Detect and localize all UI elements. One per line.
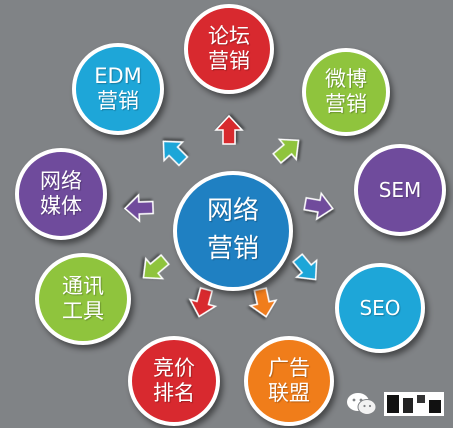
center-label: 网络 营销 — [206, 196, 259, 264]
node-label-jingjia: 竞价 排名 — [153, 355, 195, 405]
wechat-icon — [347, 393, 377, 415]
red-up-arrow — [214, 114, 244, 145]
watermark-block — [387, 395, 399, 413]
purple-arrow — [303, 191, 334, 221]
node-label-luntan: 论坛 营销 — [208, 23, 250, 73]
node-luntan: 论坛 营销 — [184, 4, 274, 94]
node-label-seo: SEO — [359, 296, 401, 320]
node-jingjia: 竞价 排名 — [128, 336, 220, 426]
node-weibo: 微博 营销 — [302, 48, 390, 136]
cyan-arrow — [162, 140, 189, 167]
node-label-edm: EDM 营销 — [94, 63, 142, 113]
orange-arrow — [248, 287, 278, 318]
node-sem: SEM — [354, 144, 446, 236]
purple-arrow — [123, 193, 154, 223]
node-edm: EDM 营销 — [72, 43, 164, 135]
red-arrow — [188, 286, 218, 318]
node-meiti: 网络 媒体 — [15, 148, 107, 240]
node-label-tongxun: 通讯 工具 — [62, 273, 104, 323]
node-seo: SEO — [335, 263, 425, 353]
center-node: 网络 营销 — [173, 171, 293, 291]
cyan-arrow — [291, 253, 318, 281]
watermark-block — [403, 398, 413, 413]
watermark-block — [429, 400, 441, 413]
node-tongxun: 通讯 工具 — [35, 253, 131, 345]
node-label-sem: SEM — [378, 178, 422, 202]
node-label-weibo: 微博 营销 — [325, 66, 367, 116]
node-guanggao: 广告 联盟 — [244, 336, 334, 426]
green-arrow — [272, 138, 300, 165]
watermark-block — [417, 395, 425, 403]
node-label-guanggao: 广告 联盟 — [268, 355, 310, 405]
node-label-meiti: 网络 媒体 — [40, 168, 82, 218]
green-arrow — [142, 253, 170, 280]
watermark — [347, 392, 444, 416]
